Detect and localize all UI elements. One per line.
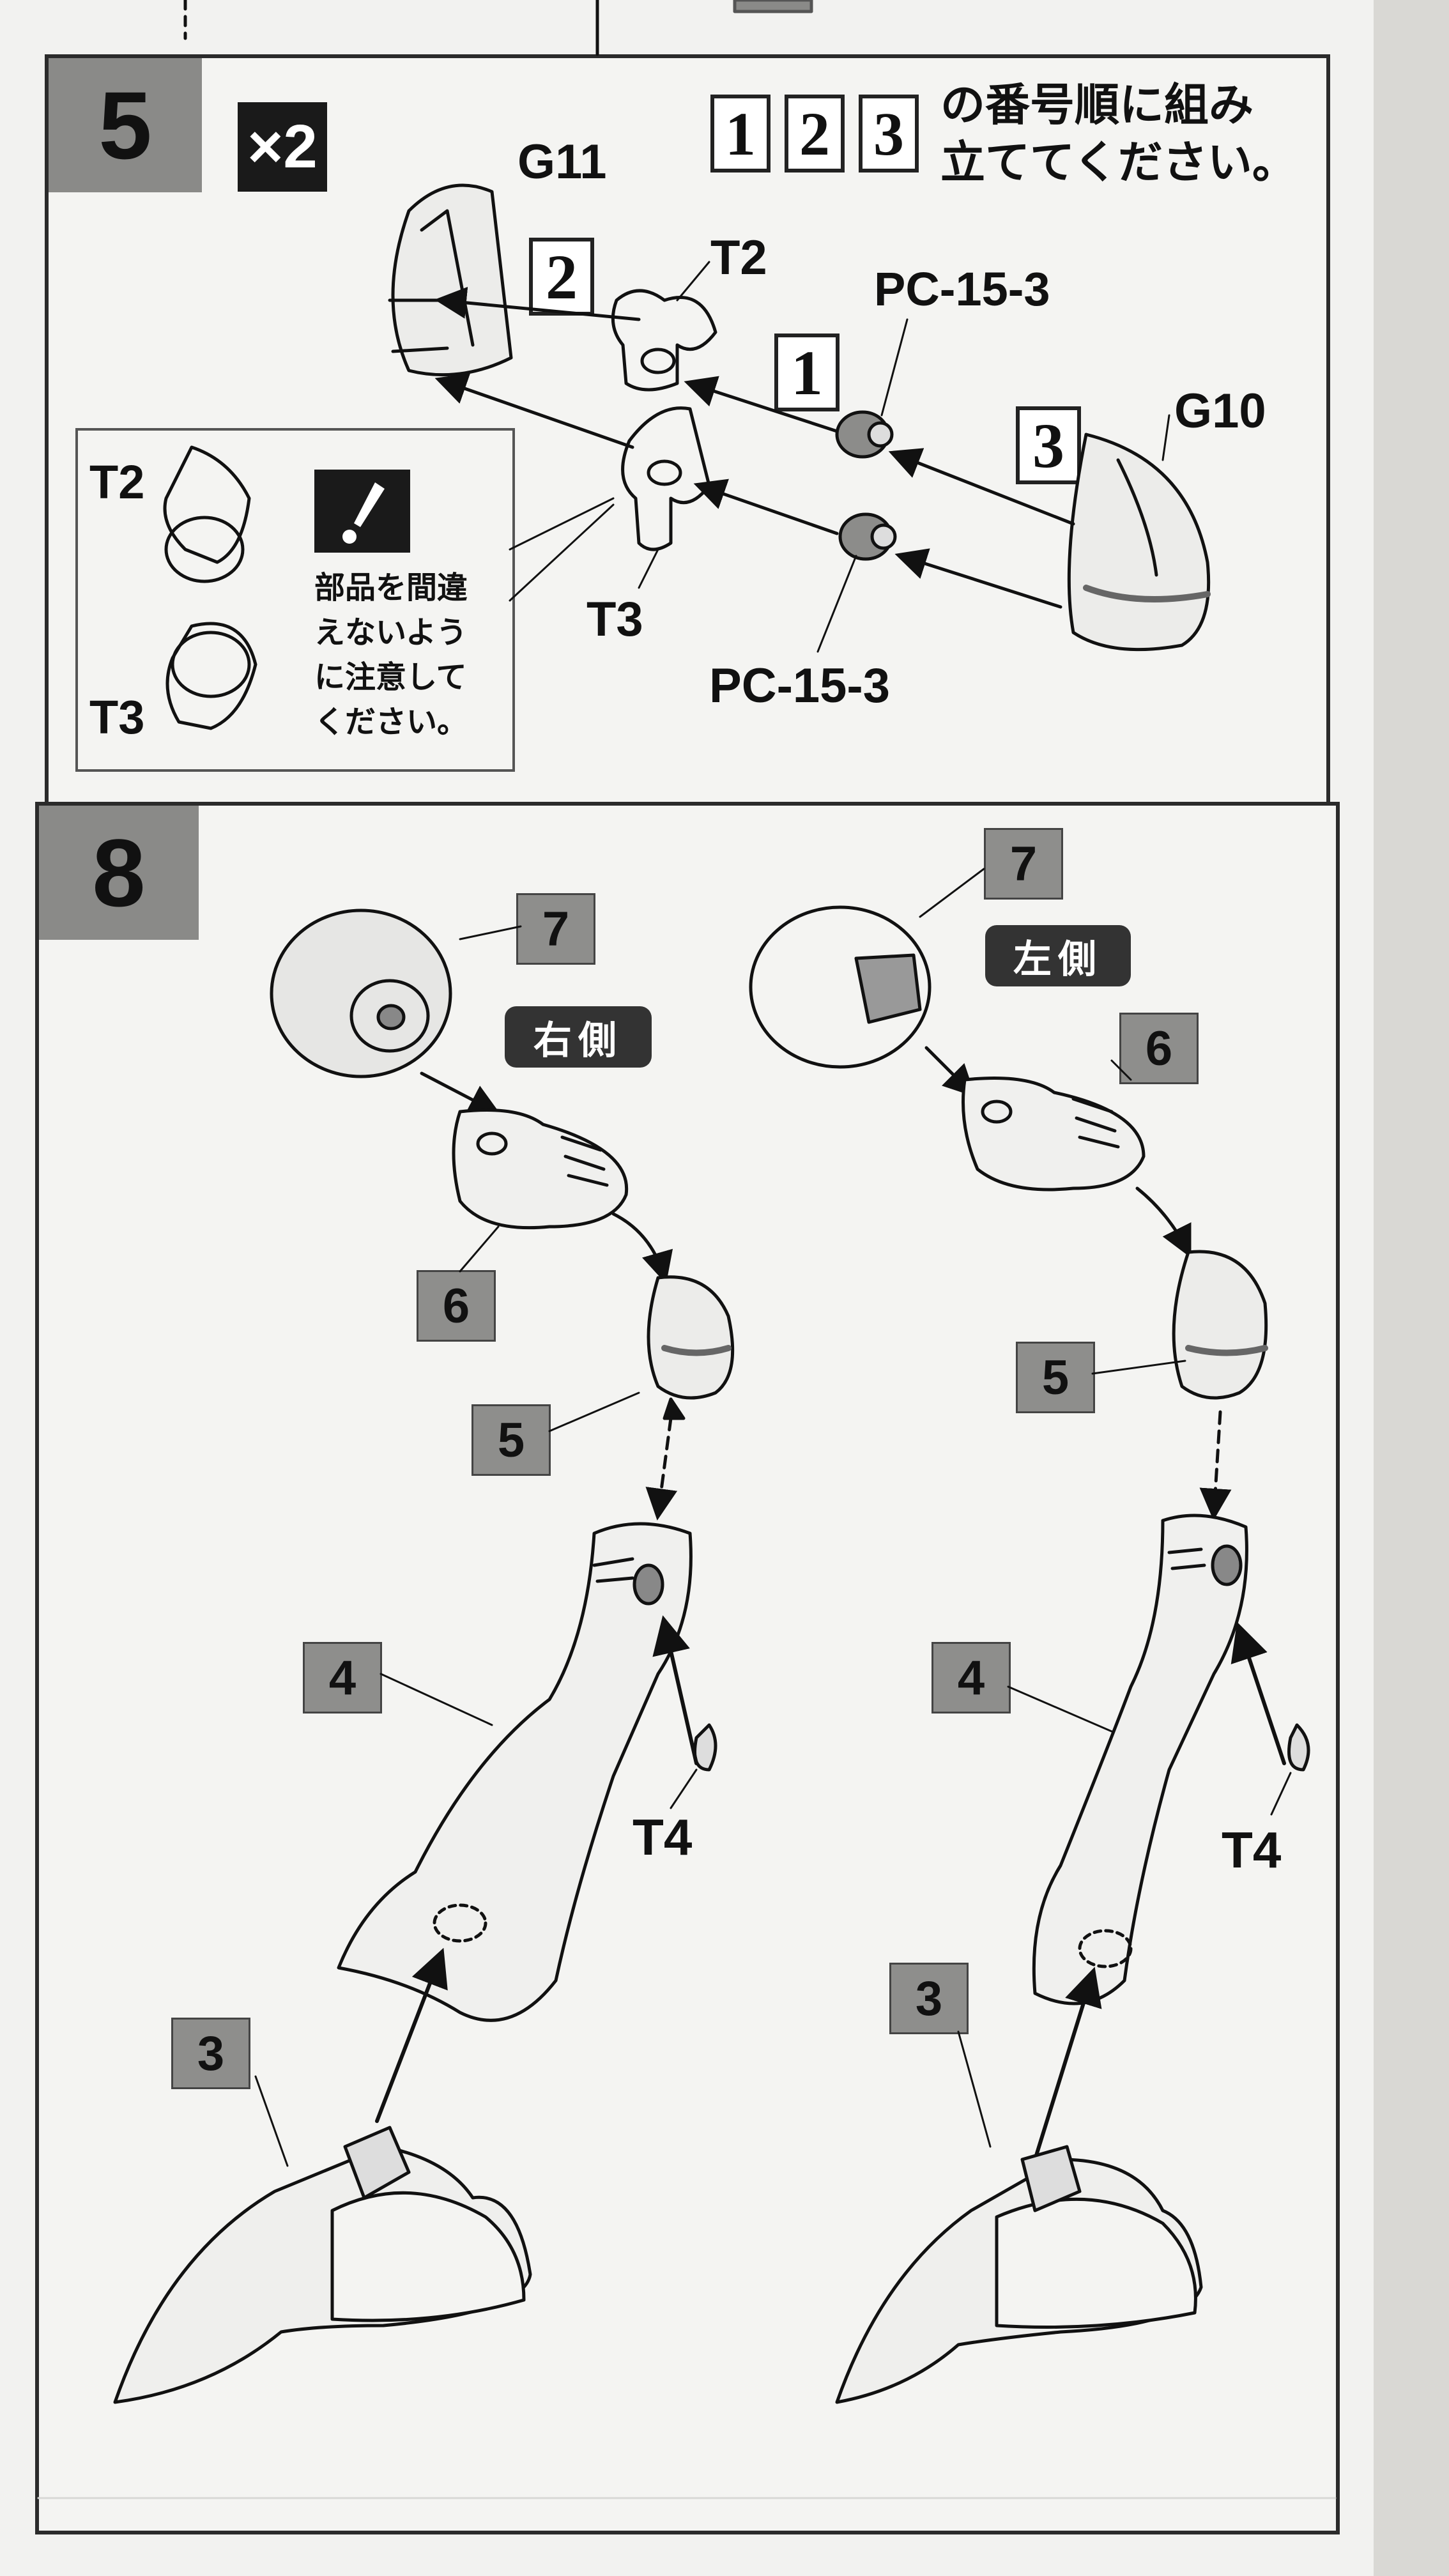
- caution-icon: [314, 470, 410, 553]
- left-part-5: 5: [1016, 1342, 1095, 1413]
- caution-text-1: 部品を間違: [314, 570, 468, 606]
- order-box-3: 3: [859, 95, 919, 172]
- right-part-4: 4: [303, 1642, 382, 1713]
- right-part-5: 5: [471, 1404, 551, 1476]
- order-box-2: 2: [785, 95, 845, 172]
- step-marker-2: 2: [529, 238, 594, 316]
- quantity-badge: ×2: [238, 102, 327, 192]
- left-label-t4: T4: [1222, 1821, 1282, 1878]
- step-marker-1: 1: [774, 334, 839, 411]
- label-g11: G11: [518, 135, 607, 189]
- left-part-4: 4: [931, 1642, 1011, 1713]
- right-label-t4: T4: [632, 1809, 693, 1866]
- left-part-7: 7: [984, 828, 1063, 900]
- right-side-label: 右側: [505, 1006, 652, 1068]
- caution-text-2: えないよう: [314, 615, 468, 650]
- right-part-7: 7: [516, 893, 595, 965]
- caution-label-t2: T2: [89, 456, 145, 509]
- left-side-label: 左側: [985, 925, 1131, 986]
- step5-number: 5: [49, 58, 202, 192]
- step8-number: 8: [39, 806, 199, 940]
- caution-text-4: ください。: [314, 704, 468, 740]
- step-marker-3: 3: [1016, 406, 1081, 484]
- order-note-line2: 立ててください。: [940, 136, 1297, 188]
- order-note-line1: の番号順に組み: [940, 79, 1254, 131]
- label-t3: T3: [586, 592, 643, 647]
- left-part-6: 6: [1119, 1013, 1199, 1084]
- label-pc-bottom: PC-15-3: [709, 659, 890, 713]
- left-part-3: 3: [889, 1963, 969, 2034]
- label-pc-top: PC-15-3: [874, 263, 1050, 316]
- label-t2: T2: [710, 231, 767, 285]
- label-g10: G10: [1174, 384, 1266, 438]
- caution-label-t3: T3: [89, 691, 145, 744]
- caution-inset: [75, 428, 515, 772]
- caution-text-3: に注意して: [314, 659, 467, 695]
- right-part-6: 6: [417, 1270, 496, 1342]
- order-box-1: 1: [710, 95, 770, 172]
- right-part-3: 3: [171, 2018, 250, 2089]
